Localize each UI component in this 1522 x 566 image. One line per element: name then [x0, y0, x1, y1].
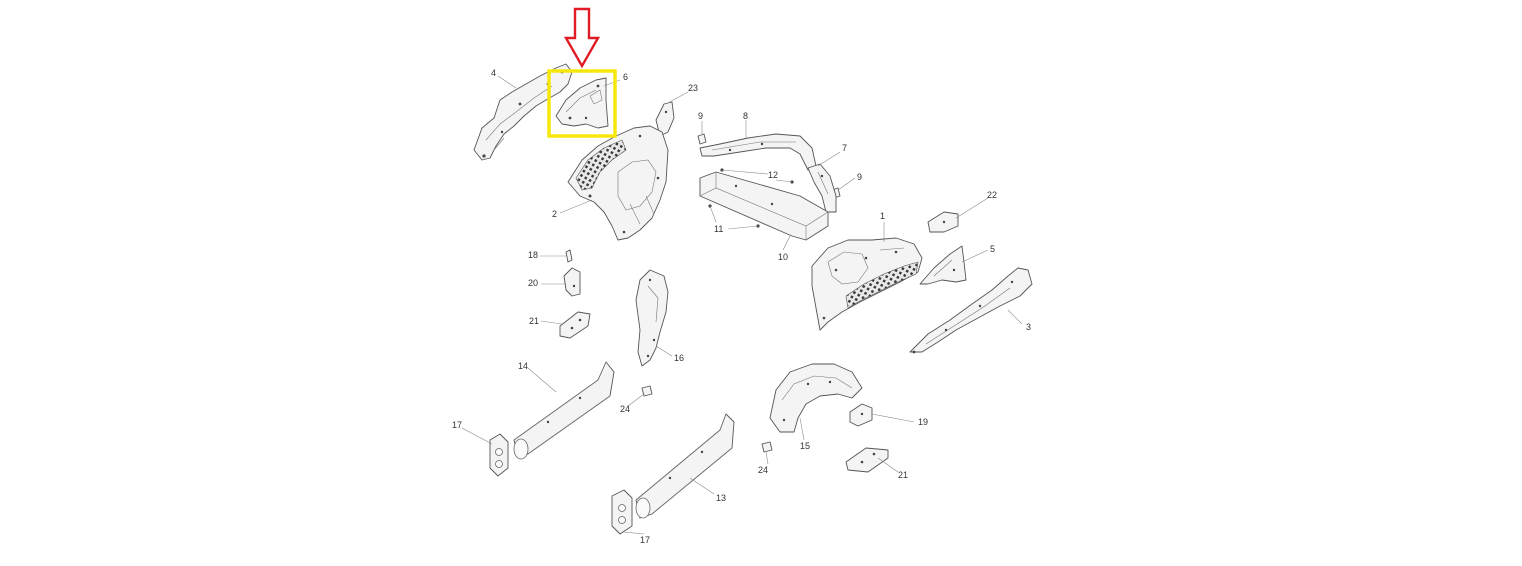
part-14[interactable]	[513, 361, 615, 460]
callout-4: 4	[491, 68, 496, 78]
part-21-right[interactable]	[845, 447, 889, 473]
callout-11: 11	[714, 224, 723, 234]
callout-19: 19	[918, 417, 928, 427]
callout-9-lower: 9	[857, 172, 862, 182]
part-3[interactable]	[909, 267, 1033, 354]
highlight-box	[547, 69, 617, 138]
callout-9-upper: 9	[698, 111, 703, 121]
part-1[interactable]	[811, 237, 923, 331]
callout-21-left: 21	[529, 316, 539, 326]
part-18[interactable]	[565, 249, 573, 263]
part-22[interactable]	[927, 211, 959, 233]
callout-17-left: 17	[452, 420, 462, 430]
callout-12: 12	[768, 170, 778, 180]
part-17-bottom[interactable]	[611, 489, 633, 535]
part-20[interactable]	[563, 267, 581, 297]
callout-21-right: 21	[898, 470, 908, 480]
part-24-upper[interactable]	[641, 385, 653, 397]
down-arrow-icon	[563, 7, 601, 69]
callout-1: 1	[880, 211, 885, 221]
callout-24-lower: 24	[758, 465, 768, 475]
callout-8: 8	[743, 111, 748, 121]
callout-16: 16	[674, 353, 684, 363]
callout-15: 15	[800, 441, 810, 451]
part-6[interactable]	[555, 77, 609, 129]
callout-3: 3	[1026, 322, 1031, 332]
leader-lines	[461, 75, 1023, 535]
callout-17-bottom: 17	[640, 535, 650, 545]
part-4[interactable]	[473, 63, 573, 161]
callout-5: 5	[990, 244, 995, 254]
callout-13: 13	[716, 493, 726, 503]
part-24-lower[interactable]	[761, 441, 773, 453]
callout-23: 23	[688, 83, 698, 93]
callout-7: 7	[842, 143, 847, 153]
part-7[interactable]	[807, 163, 837, 213]
callout-10: 10	[778, 252, 788, 262]
callout-14: 14	[518, 361, 528, 371]
callout-20: 20	[528, 278, 538, 288]
part-2[interactable]	[567, 125, 669, 241]
part-21-left[interactable]	[559, 311, 591, 339]
part-19[interactable]	[849, 403, 873, 427]
callout-2: 2	[552, 209, 557, 219]
part-9-upper[interactable]	[697, 133, 707, 145]
part-8[interactable]	[699, 133, 817, 171]
part-15[interactable]	[769, 363, 863, 433]
callout-labels: 1 2 3 4 5 6 7 8 9 9 10 11 12 13 14 15 16…	[452, 68, 1031, 545]
part-17-left[interactable]	[489, 433, 509, 477]
part-5[interactable]	[919, 245, 967, 285]
callout-24-upper: 24	[620, 404, 630, 414]
part-10[interactable]	[699, 171, 829, 241]
part-16[interactable]	[635, 269, 669, 367]
callout-6: 6	[623, 72, 628, 82]
part-13[interactable]	[635, 413, 735, 519]
callout-22: 22	[987, 190, 997, 200]
callout-18: 18	[528, 250, 538, 260]
